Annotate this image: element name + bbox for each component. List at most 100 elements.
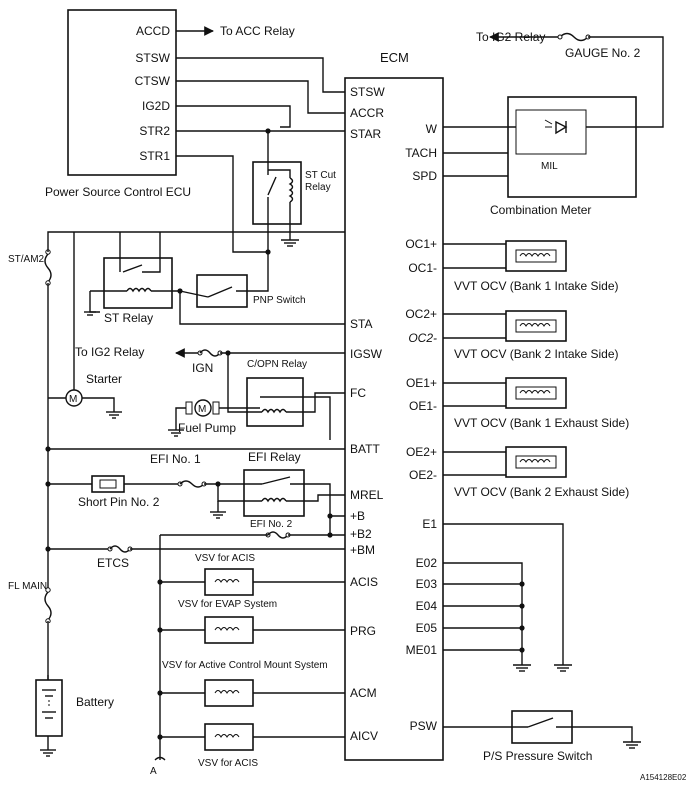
vvt-ocv-bank2-exhaust: VVT OCV (Bank 2 Exhaust Side)	[443, 446, 629, 499]
st-relay: ST Relay	[103, 257, 173, 325]
ecm-pin-oc2-minus: OC2-	[408, 331, 437, 345]
vvt-ocv-bank1-exhaust: VVT OCV (Bank 1 Exhaust Side)	[443, 377, 629, 430]
combination-meter-label: Combination Meter	[490, 203, 591, 217]
copn-relay-label: C/OPN Relay	[247, 359, 307, 370]
ecm-pin-plus-b2: +B2	[350, 527, 372, 541]
ecm-pin-e04: E04	[416, 599, 438, 613]
ecm-pin-e03: E03	[416, 577, 438, 591]
to-ig2-relay-top-label: To IG2 Relay	[476, 30, 545, 44]
vsv-acis-bottom: VSV for ACIS	[160, 723, 345, 769]
ecm-pin-oe1-minus: OE1-	[409, 399, 437, 413]
ecm-pin-e1: E1	[422, 517, 437, 531]
fuel-pump-m-glyph: M	[198, 404, 206, 415]
starter-label: Starter	[86, 372, 122, 386]
fl-main-fuse	[44, 587, 53, 624]
ecm-pin-igsw: IGSW	[350, 347, 383, 361]
ecm-pin-oe1-plus: OE1+	[406, 376, 437, 390]
vvt2-label: VVT OCV (Bank 2 Intake Side)	[454, 347, 619, 361]
ecm-pin-spd: SPD	[412, 169, 437, 183]
ground-e1	[554, 664, 572, 672]
ecm-pin-e05: E05	[416, 621, 438, 635]
ecm-pin-tach: TACH	[405, 146, 437, 160]
vsv-acis-top-label: VSV for ACIS	[195, 553, 255, 564]
short-pin-label: Short Pin No. 2	[78, 495, 160, 509]
battery: Battery	[35, 621, 114, 757]
vsv-acm	[160, 679, 345, 707]
vsv-acm-label: VSV for Active Control Mount System	[162, 660, 328, 671]
copn-relay	[246, 377, 304, 427]
ecm-pin-e02: E02	[416, 556, 438, 570]
efi-relay-label: EFI Relay	[248, 450, 301, 464]
ecu-pin-accd: ACCD	[136, 24, 170, 38]
power-source-control-ecu: ACCD STSW CTSW IG2D STR2 STR1 Power Sour…	[45, 9, 191, 199]
gauge-no2-label: GAUGE No. 2	[565, 46, 641, 60]
ecu-pin-ig2d: IG2D	[142, 99, 170, 113]
ecu-pin-str1: STR1	[139, 149, 170, 163]
connector-a-label: A	[150, 766, 157, 777]
ecm-pin-prg: PRG	[350, 624, 376, 638]
st-am2-fuse	[44, 249, 52, 286]
ecm-pin-aicv: AICV	[350, 729, 378, 743]
efi-no1-fuse	[177, 480, 207, 488]
ecm-pin-accr: ACCR	[350, 106, 384, 120]
ecm-pin-oe2-plus: OE2+	[406, 445, 437, 459]
vsv-evap-label: VSV for EVAP System	[178, 599, 277, 610]
ecm-pin-oc2-plus: OC2+	[405, 307, 437, 321]
ecm-pin-plus-bm: +BM	[350, 543, 375, 557]
to-ig2-relay-label: To IG2 Relay	[75, 345, 144, 359]
vvt3-label: VVT OCV (Bank 1 Exhaust Side)	[454, 416, 629, 430]
vsv-acis-bottom-label: VSV for ACIS	[198, 758, 258, 769]
efi-no1-label: EFI No. 1	[150, 452, 201, 466]
ign-fuse: IGN	[192, 349, 223, 375]
ecm-pin-oe2-minus: OE2-	[409, 468, 437, 482]
ecu-pin-stsw: STSW	[135, 51, 170, 65]
ecm-pin-star: STAR	[350, 127, 381, 141]
battery-label: Battery	[76, 695, 114, 709]
ecu-pin-str2: STR2	[139, 124, 170, 138]
vvt-ocv-bank2-intake: VVT OCV (Bank 2 Intake Side)	[443, 310, 619, 361]
efi-no2-fuse	[265, 531, 291, 539]
combination-meter: MIL Combination Meter	[490, 96, 637, 217]
ground-e0	[513, 664, 531, 672]
ecm-pin-plus-b: +B	[350, 509, 365, 523]
ecm-pin-oc1-minus: OC1-	[408, 261, 437, 275]
ecm-pin-batt: BATT	[350, 442, 380, 456]
ecm-pin-psw: PSW	[410, 719, 438, 733]
ecm-pin-w: W	[426, 122, 438, 136]
vsv-evap	[160, 616, 345, 644]
vsv-acis-top	[160, 568, 345, 596]
ecm-block: ECM STSW ACCR STAR STA IGSW FC BATT MREL…	[344, 50, 444, 761]
efi-relay	[243, 469, 305, 517]
starter-motor: M Starter	[48, 372, 122, 419]
ecm-pin-mrel: MREL	[350, 488, 384, 502]
etcs-label: ETCS	[97, 556, 129, 570]
gauge-no2-fuse	[557, 32, 591, 42]
ps-switch-label: P/S Pressure Switch	[483, 749, 592, 763]
starter-m-glyph: M	[69, 394, 77, 405]
ecm-title: ECM	[380, 50, 409, 65]
ecm-pin-me01: ME01	[406, 643, 438, 657]
fuel-pump: M Fuel Pump	[168, 399, 260, 437]
efi-no2-label: EFI No. 2	[250, 519, 293, 530]
ref-code: A154128E02	[640, 773, 687, 782]
ecm-pin-acm: ACM	[350, 686, 377, 700]
mil-label: MIL	[541, 161, 558, 172]
to-acc-relay-label: To ACC Relay	[220, 24, 295, 38]
fl-main-label: FL MAIN	[8, 581, 47, 592]
ign-label: IGN	[192, 361, 213, 375]
pnp-switch-label: PNP Switch	[253, 295, 306, 306]
vvt-ocv-bank1-intake: VVT OCV (Bank 1 Intake Side)	[443, 240, 619, 293]
ecm-pin-stsw: STSW	[350, 85, 385, 99]
vvt4-label: VVT OCV (Bank 2 Exhaust Side)	[454, 485, 629, 499]
power-ecu-title: Power Source Control ECU	[45, 185, 191, 199]
ps-pressure-switch: P/S Pressure Switch	[443, 710, 641, 763]
ecu-pin-ctsw: CTSW	[135, 74, 171, 88]
ecm-pin-fc: FC	[350, 386, 366, 400]
fuel-pump-label: Fuel Pump	[178, 421, 236, 435]
vvt1-label: VVT OCV (Bank 1 Intake Side)	[454, 279, 619, 293]
ecm-pin-oc1-plus: OC1+	[405, 237, 437, 251]
st-relay-label: ST Relay	[104, 311, 153, 325]
ecm-pin-sta: STA	[350, 317, 372, 331]
